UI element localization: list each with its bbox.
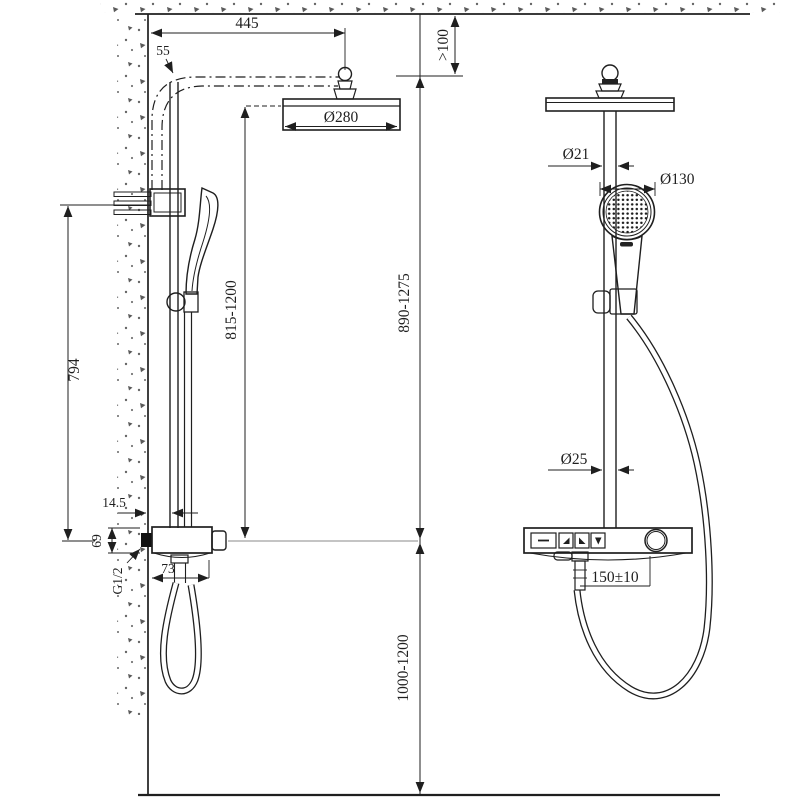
hand-shower-face-line: [191, 195, 211, 292]
spray-mode-3-icon: [595, 537, 602, 545]
front-view-dimensions: Ø21 Ø130 Ø25 150±10: [548, 146, 695, 587]
wall-hatch: [117, 15, 148, 715]
hose-front-inner: [574, 315, 712, 698]
dim-label-21: Ø21: [563, 146, 590, 163]
hand-shower-side: [166, 186, 219, 527]
spray-mode-2-button: [574, 532, 590, 549]
head-connector-upper: [598, 83, 622, 92]
slider-holder-body: [183, 291, 199, 313]
inlet-bracket-body: [149, 188, 186, 217]
hand-shower-front: [592, 183, 656, 315]
concealed-pipe-outer-line: [151, 76, 340, 190]
wall-inlet-bracket: [113, 188, 186, 217]
ball-joint-collar: [337, 80, 353, 90]
valve-front-underside: [529, 552, 687, 561]
head-connector-lower: [595, 90, 625, 99]
concealed-pipe-inner-line: [161, 85, 338, 190]
ball-joint-front-icon: [601, 64, 619, 82]
ceiling-hatch: [100, 1, 780, 13]
hand-shower-handle: [611, 234, 643, 315]
valve-underside-curve: [153, 552, 211, 559]
dim-label-14-5: 14.5: [102, 495, 126, 510]
dim-label-73: 73: [161, 561, 175, 576]
slider-bracket-clamp: [609, 288, 638, 315]
side-view-dimensions: 445 55 >100 Ø280 815-1200 890-1275 1000-…: [60, 15, 463, 793]
spray-toggle-button-icon: [620, 242, 633, 247]
valve-side: [141, 526, 227, 583]
shower-hose-front: [573, 314, 713, 700]
dim-label-150: 150±10: [591, 569, 639, 586]
rain-head-front: [545, 64, 675, 112]
temperature-knob-icon: [644, 528, 668, 553]
hose-front-outer: [573, 314, 713, 700]
spray-mode-3-button: [590, 532, 606, 549]
front-view: Ø21 Ø130 Ø25 150±10: [523, 64, 713, 700]
inlet-prong-middle: [113, 200, 152, 206]
inlet-bracket-inner: [153, 192, 182, 213]
dim-label-890-1275: 890-1275: [396, 273, 413, 333]
dim-label-815-1200: 815-1200: [223, 280, 240, 340]
dim-label-55: 55: [156, 43, 170, 58]
spray-face-icon: [605, 190, 649, 234]
spray-mode-2-icon: [579, 537, 586, 544]
dim-label-280: Ø280: [324, 109, 359, 126]
dim-label-1000-1200: 1000-1200: [395, 634, 412, 701]
dim-label-25: Ø25: [561, 451, 588, 468]
dim-label-clearance: >100: [435, 29, 452, 61]
hose-outlet-tube-front: [574, 560, 586, 591]
slider-lock-knob-icon: [166, 292, 186, 312]
temperature-knob-side-icon: [211, 530, 227, 551]
dim-label-g12: G1/2: [110, 568, 125, 595]
pause-spray-button: [530, 532, 557, 549]
room-structure: [100, 1, 780, 797]
dim-label-445: 445: [235, 15, 259, 32]
dim-label-130: Ø130: [660, 171, 695, 188]
dim-leader-55: [164, 58, 174, 74]
valve-body-side: [151, 526, 213, 554]
wall-union-block: [141, 533, 152, 547]
dim-label-794: 794: [66, 358, 83, 382]
shower-hose-side: [159, 582, 202, 695]
dim-leader-g12: [126, 548, 141, 564]
inlet-prong-top: [113, 191, 152, 197]
head-connector: [333, 88, 357, 100]
hose-side-inner: [161, 582, 201, 694]
hand-shower-body: [185, 186, 219, 295]
hose-outlet-nut-side: [170, 554, 189, 564]
slider-bracket-knob: [592, 290, 611, 314]
spray-mode-1-button: [558, 532, 574, 549]
valve-body-front: [523, 527, 693, 554]
side-view: 445 55 >100 Ø280 815-1200 890-1275 1000-…: [60, 15, 463, 793]
dim-label-69: 69: [89, 534, 104, 548]
spray-mode-1-icon: [563, 537, 570, 544]
temperature-knob-inner-ring: [646, 531, 666, 550]
rain-head-edge: [545, 97, 675, 112]
ball-joint-band: [602, 79, 618, 84]
inlet-prong-bottom: [113, 209, 152, 215]
valve-front: [523, 527, 693, 591]
